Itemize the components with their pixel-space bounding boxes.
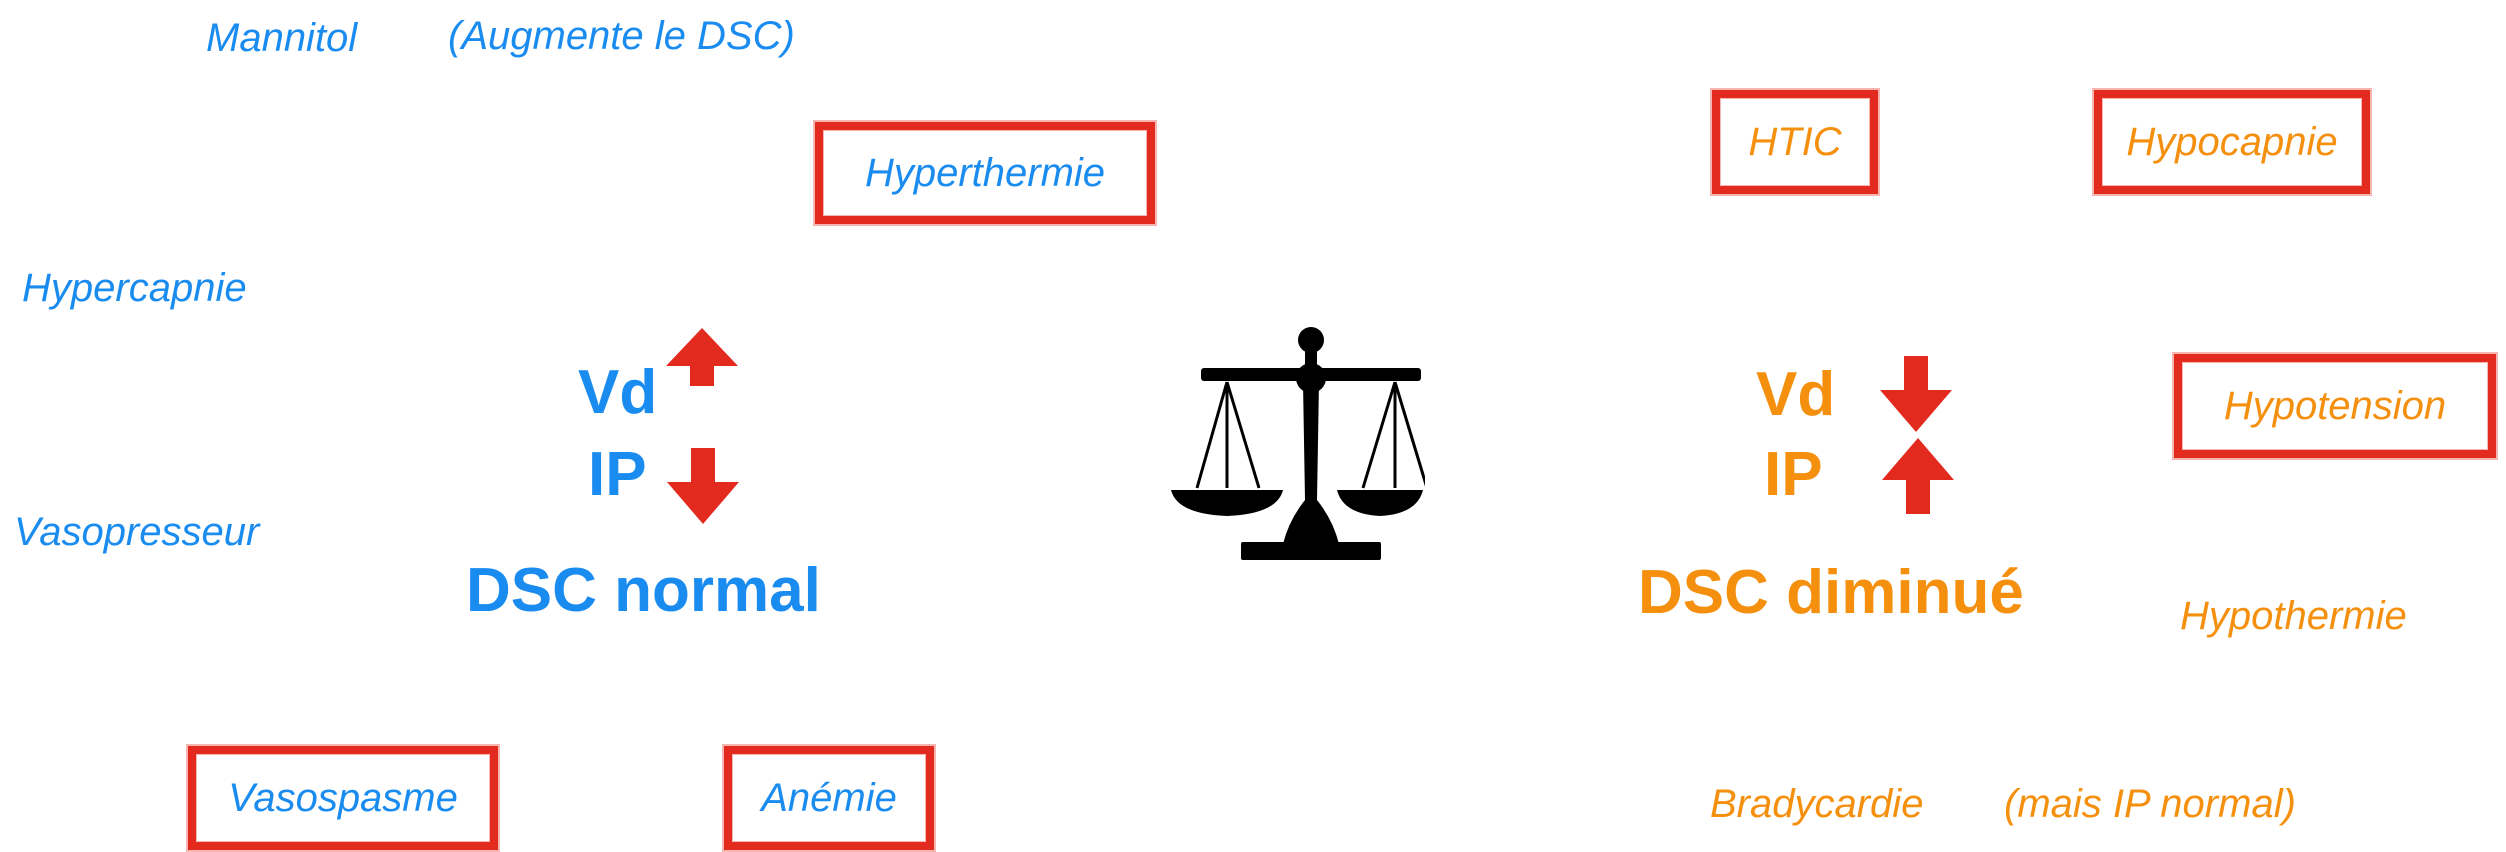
right-ip: IP [1764, 440, 1823, 509]
label-vasospasme: Vasospasme [228, 776, 458, 820]
label-htic: HTIC [1748, 120, 1842, 164]
arrow-up-icon [1882, 438, 1954, 514]
left-vd: Vd [578, 358, 658, 427]
label-mannitol-note: (Augmente le DSC) [448, 14, 795, 58]
boxed-hyperthermie: Hyperthermie [815, 122, 1155, 224]
label-hypercapnie: Hypercapnie [22, 266, 247, 310]
left-dsc: DSC normal [466, 556, 821, 625]
left-ip: IP [588, 440, 647, 509]
label-hypothermie: Hypothermie [2180, 594, 2407, 638]
balance-scale-icon [1171, 327, 1425, 560]
boxed-htic: HTIC [1712, 90, 1878, 194]
label-bradycardie: Bradycardie [1710, 782, 1924, 826]
label-vasopresseur: Vasopresseur [14, 510, 260, 554]
boxed-hypotension: Hypotension [2174, 354, 2496, 458]
label-hyperthermie: Hyperthermie [864, 151, 1106, 195]
arrow-down-icon [1880, 356, 1952, 432]
label-hypotension: Hypotension [2223, 384, 2447, 428]
label-bradycardie-note: (mais IP normal) [2004, 782, 2296, 826]
boxed-vasospasme: Vasospasme [188, 746, 498, 850]
arrow-down-icon [667, 448, 739, 524]
label-mannitol: Mannitol [206, 16, 358, 60]
arrow-up-icon [666, 328, 738, 386]
right-dsc: DSC diminué [1638, 558, 2024, 627]
right-vd: Vd [1756, 360, 1836, 429]
label-anemie: Anémie [761, 776, 897, 820]
boxed-hypocapnie: Hypocapnie [2094, 90, 2370, 194]
boxed-anemie: Anémie [724, 746, 934, 850]
label-hypocapnie: Hypocapnie [2126, 120, 2338, 164]
